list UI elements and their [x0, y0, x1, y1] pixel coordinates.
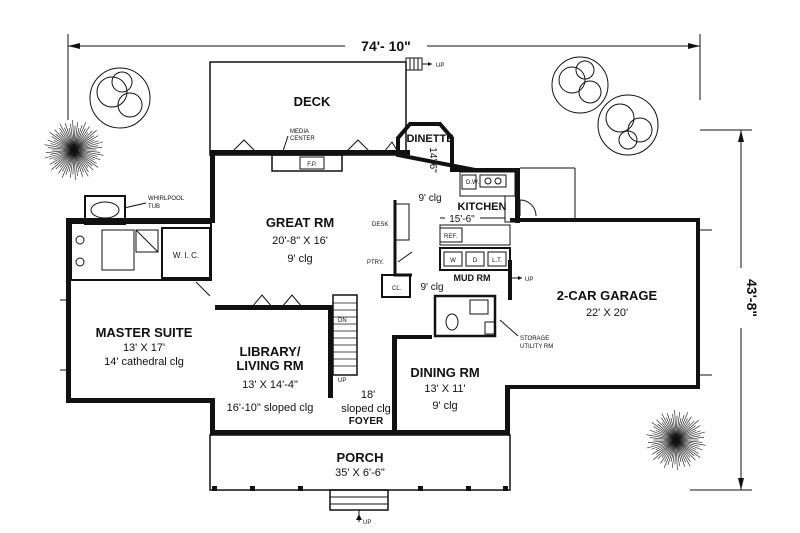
kitchen-dim: 15'-6"	[449, 214, 475, 225]
dining-room-size: 13' X 11'	[424, 383, 465, 395]
porch: PORCH 35' X 6'-6" UP	[209, 434, 511, 526]
master-suite: WHIRLPOOL TUB W. I. C. MASTER SUITE 13' …	[60, 195, 212, 371]
library-name-1: LIBRARY/	[240, 344, 301, 359]
library: LIBRARY/ LIVING RM 13' X 14'-4" 16'-10" …	[215, 294, 333, 414]
great-room-size: 20'-8" X 16'	[272, 235, 328, 247]
mud-room: W D L.T. MUD RM 9' clg UP	[420, 247, 533, 300]
garage-size: 22' X 20'	[586, 307, 628, 319]
master-suite-clg: 14' cathedral clg	[104, 356, 184, 368]
media-center: F.P. MEDIA CENTER	[271, 129, 343, 172]
porch-name: PORCH	[337, 450, 384, 465]
mud-room-up-label: UP	[525, 277, 533, 283]
master-suite-name: MASTER SUITE	[96, 325, 193, 340]
dining-room-name: DINING RM	[410, 365, 479, 380]
dinette-bay: DINETTE 14'-6"	[396, 122, 476, 173]
kitchen-clg: 9' clg	[418, 193, 441, 204]
storage-label-1: STORAGE	[520, 336, 549, 342]
whirlpool-label-1: WHIRLPOOL	[148, 196, 185, 202]
washer-label: W	[450, 258, 456, 264]
fireplace-label: F.P.	[307, 162, 317, 168]
mud-room-name: MUD RM	[454, 273, 491, 283]
walk-in-closet-label: W. I. C.	[173, 251, 199, 260]
great-room-clg: 9' clg	[287, 253, 312, 265]
dinette-label: DINETTE	[406, 133, 453, 145]
shrub-icon	[646, 410, 706, 470]
foyer: 18' sloped clg FOYER	[341, 389, 391, 427]
library-clg: 16'-10" sloped clg	[227, 402, 314, 414]
dining-room: DINING RM 13' X 11' 9' clg	[392, 335, 480, 430]
shrub-icon	[44, 120, 104, 180]
overall-width-label: 74'- 10"	[361, 38, 411, 54]
great-room: GREAT RM 20'-8" X 16' 9' clg	[266, 215, 334, 265]
master-suite-size: 13' X 17'	[123, 342, 165, 354]
media-label-2: CENTER	[290, 136, 315, 142]
depth-dimension: 43'-8"	[690, 129, 760, 491]
deck-stair-up-label: UP	[436, 63, 444, 69]
tree-icon	[551, 56, 609, 114]
stairs: DN UP	[332, 294, 358, 384]
garage-name: 2-CAR GARAGE	[557, 288, 658, 303]
foyer-line-1: 18'	[361, 389, 375, 401]
dishwasher-label: D.W.	[466, 180, 479, 186]
storage-label-2: UTILITY RM	[520, 344, 553, 350]
deck-doors	[231, 139, 399, 153]
dryer-label: D	[473, 258, 478, 264]
great-room-name: GREAT RM	[266, 215, 334, 230]
tree-icon	[89, 67, 151, 129]
porch-stair-up-label: UP	[363, 520, 371, 526]
desk-pantry-area: DESK PTRY. CL.	[367, 222, 413, 298]
foyer-name: FOYER	[349, 416, 384, 427]
mud-room-clg: 9' clg	[420, 282, 443, 293]
width-dimension: 74'- 10"	[67, 34, 701, 120]
tree-icon	[597, 94, 659, 156]
laundry-tub-label: L.T.	[492, 258, 502, 264]
deck-label: DECK	[294, 94, 331, 109]
dinette-dim: 14'-6"	[427, 147, 438, 173]
library-size: 13' X 14'-4"	[242, 379, 298, 391]
stairs-up-label: UP	[338, 378, 346, 384]
overall-depth-label: 43'-8"	[744, 279, 760, 317]
powder-room: STORAGE UTILITY RM	[433, 294, 553, 350]
refrigerator-label: REF.	[444, 234, 457, 240]
whirlpool-label-2: TUB	[148, 204, 160, 210]
porch-size: 35' X 6'-6"	[335, 467, 385, 479]
foyer-line-2: sloped clg	[341, 403, 391, 415]
media-label-1: MEDIA	[290, 129, 309, 135]
desk-label: DESK	[372, 222, 388, 228]
library-name-2: LIVING RM	[236, 358, 303, 373]
stairs-down-label: DN	[338, 318, 347, 324]
closet-label: CL.	[392, 286, 402, 292]
garage: 2-CAR GARAGE 22' X 20'	[519, 167, 712, 376]
kitchen-name: KITCHEN	[458, 201, 507, 213]
dining-room-clg: 9' clg	[432, 400, 457, 412]
pantry-label: PTRY.	[367, 260, 384, 266]
